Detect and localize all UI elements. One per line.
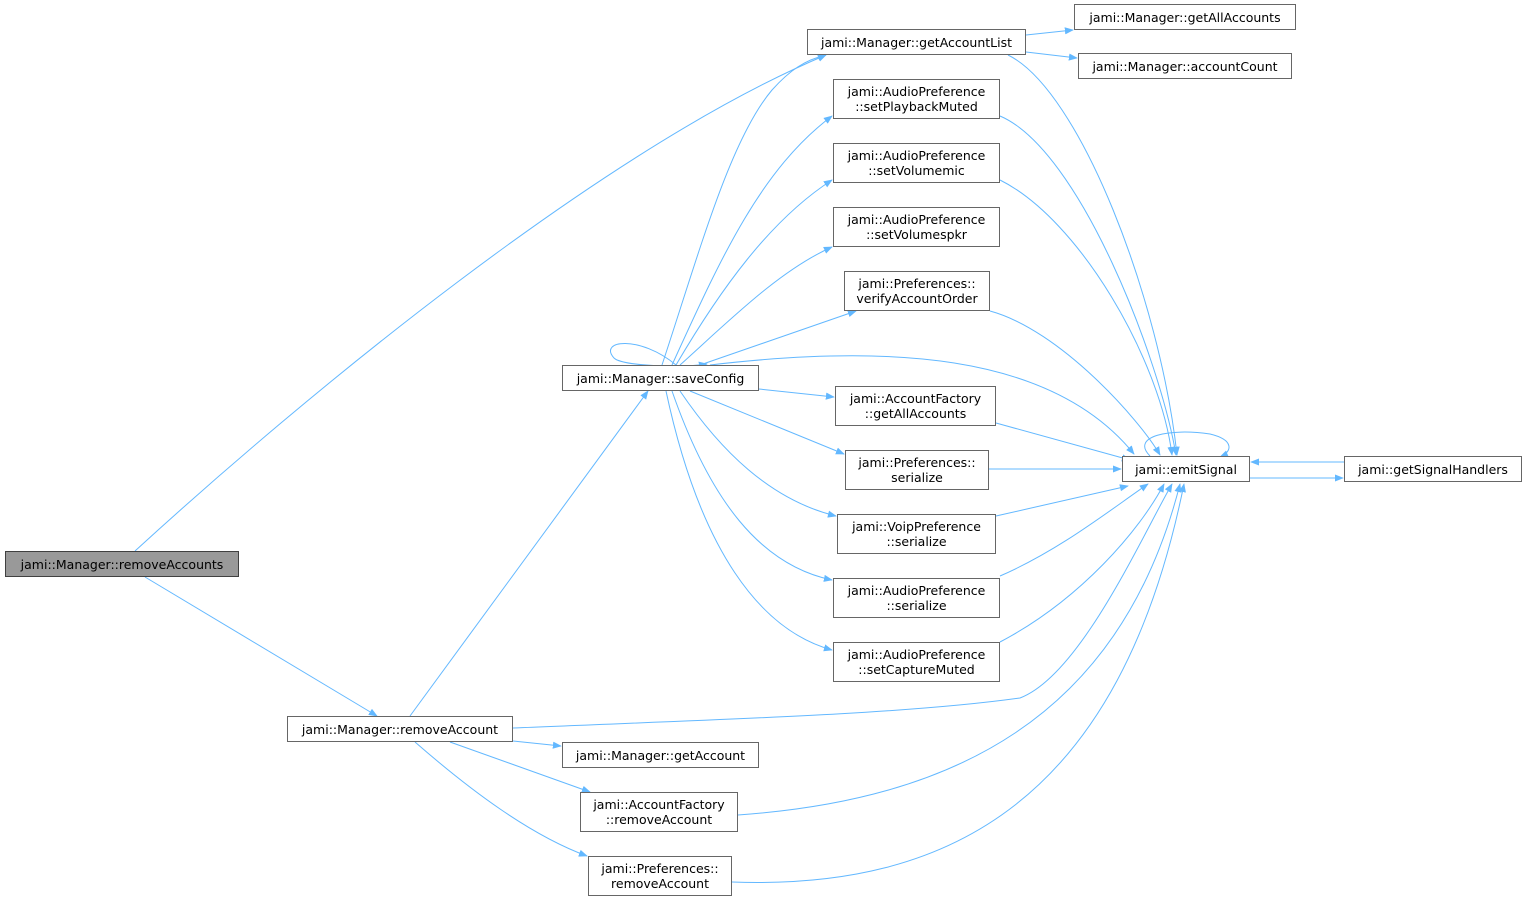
node-label: jami::AudioPreference — [847, 583, 986, 598]
node-label: jami::Manager::saveConfig — [576, 370, 745, 386]
node-label: verifyAccountOrder — [856, 291, 978, 306]
edge-audioSerialize-to-emitSignal — [999, 483, 1149, 577]
node-removeAccounts[interactable]: jami::Manager::removeAccounts — [5, 551, 239, 577]
edge-saveConfig-to-verifyAccountOrder — [699, 310, 857, 366]
node-label: jami::Manager::removeAccount — [301, 721, 499, 737]
edge-getAccountList-to-accountCount — [1025, 51, 1078, 61]
edge-voipSerialize-to-emitSignal — [995, 484, 1129, 517]
edge-removeAccount-to-emitSignal — [512, 483, 1173, 729]
node-factoryRemoveAccount[interactable]: jami::AccountFactory::removeAccount — [580, 792, 738, 832]
node-label: jami::Manager::getAccountList — [820, 34, 1013, 50]
edge-saveConfig-to-setCaptureMuted — [665, 390, 833, 652]
node-label: jami::AccountFactory — [849, 391, 982, 406]
node-label: jami::AudioPreference — [847, 212, 986, 227]
node-label: ::setPlaybackMuted — [855, 99, 978, 114]
node-saveConfig[interactable]: jami::Manager::saveConfig — [562, 365, 759, 391]
node-label: jami::Preferences:: — [858, 455, 976, 470]
node-label: jami::AudioPreference — [847, 148, 986, 163]
edge-removeAccount-to-getAccount — [512, 740, 562, 749]
node-setVolumespkr[interactable]: jami::AudioPreference::setVolumespkr — [833, 207, 1000, 247]
edge-factoryGetAllAccounts-to-emitSignal — [995, 422, 1131, 462]
edge-saveConfig-to-getAccountList — [661, 53, 827, 366]
node-getAccount[interactable]: jami::Manager::getAccount — [562, 742, 759, 768]
node-removeAccount[interactable]: jami::Manager::removeAccount — [287, 716, 513, 742]
node-setPlaybackMuted[interactable]: jami::AudioPreference::setPlaybackMuted — [833, 79, 1000, 119]
edge-saveConfig-to-emitSignal — [709, 355, 1135, 455]
node-label: jami::Preferences:: — [601, 861, 719, 876]
node-audioSerialize[interactable]: jami::AudioPreference::serialize — [833, 578, 1000, 618]
node-label: jami::emitSignal — [1135, 461, 1237, 477]
node-label: jami::Preferences:: — [858, 276, 976, 291]
edge-saveConfig-to-audioSerialize — [671, 390, 833, 582]
edge-removeAccount-to-saveConfig — [409, 390, 649, 717]
node-label: ::getAllAccounts — [864, 406, 967, 421]
node-voipSerialize[interactable]: jami::VoipPreference::serialize — [837, 514, 996, 554]
node-getSignalHandlers[interactable]: jami::getSignalHandlers — [1344, 456, 1522, 482]
node-label: ::serialize — [886, 598, 947, 613]
node-prefSerialize[interactable]: jami::Preferences::serialize — [845, 450, 989, 490]
edge-saveConfig-to-factoryGetAllAccounts — [758, 388, 835, 400]
node-prefRemoveAccount[interactable]: jami::Preferences::removeAccount — [588, 856, 732, 896]
node-label: ::removeAccount — [605, 812, 713, 827]
node-label: ::setVolumemic — [868, 163, 965, 178]
edge-getAccountList-to-getAllAccountsMgr — [1025, 27, 1074, 36]
node-label: serialize — [891, 470, 943, 485]
edge-saveConfig-to-prefSerialize — [689, 390, 845, 455]
node-label: jami::VoipPreference — [852, 519, 981, 534]
edge-saveConfig-to-voipSerialize — [679, 390, 837, 518]
node-getAccountList[interactable]: jami::Manager::getAccountList — [807, 29, 1026, 55]
node-setVolumemic[interactable]: jami::AudioPreference::setVolumemic — [833, 143, 1000, 183]
node-label: jami::AudioPreference — [847, 84, 986, 99]
node-label: ::serialize — [886, 534, 947, 549]
node-label: jami::getSignalHandlers — [1358, 461, 1508, 477]
node-label: jami::Manager::removeAccounts — [20, 556, 224, 572]
node-label: removeAccount — [611, 876, 709, 891]
edge-setVolumemic-to-emitSignal — [999, 179, 1175, 456]
node-label: jami::Manager::accountCount — [1092, 58, 1278, 74]
node-getAllAccountsMgr[interactable]: jami::Manager::getAllAccounts — [1074, 4, 1296, 30]
node-setCaptureMuted[interactable]: jami::AudioPreference::setCaptureMuted — [833, 642, 1000, 682]
node-factoryGetAllAccounts[interactable]: jami::AccountFactory::getAllAccounts — [835, 386, 996, 426]
edge-emitSignal-to-emitSignal — [1144, 431, 1230, 458]
edge-saveConfig-to-setVolumespkr — [679, 246, 833, 366]
node-label: jami::AccountFactory — [593, 797, 725, 812]
node-accountCount[interactable]: jami::Manager::accountCount — [1078, 53, 1292, 79]
edge-setPlaybackMuted-to-emitSignal — [999, 115, 1179, 456]
edge-verifyAccountOrder-to-emitSignal — [989, 310, 1161, 456]
node-label: jami::AudioPreference — [847, 647, 986, 662]
edge-getAccountList-to-emitSignal — [1007, 54, 1180, 456]
node-emitSignal[interactable]: jami::emitSignal — [1122, 456, 1250, 482]
edge-removeAccount-to-factoryRemoveAccount — [449, 741, 591, 793]
edge-removeAccount-to-prefRemoveAccount — [414, 741, 588, 857]
node-label: jami::Manager::getAllAccounts — [1089, 9, 1281, 25]
node-label: jami::Manager::getAccount — [575, 747, 746, 763]
edge-setCaptureMuted-to-emitSignal — [999, 483, 1165, 643]
edge-factoryRemoveAccount-to-emitSignal — [737, 483, 1182, 816]
edge-saveConfig-to-saveConfig — [610, 343, 708, 369]
edge-saveConfig-to-setVolumemic — [675, 179, 833, 366]
node-verifyAccountOrder[interactable]: jami::Preferences::verifyAccountOrder — [844, 271, 990, 311]
node-label: ::setVolumespkr — [866, 227, 967, 242]
edge-prefRemoveAccount-to-emitSignal — [731, 483, 1186, 883]
edge-saveConfig-to-setPlaybackMuted — [671, 115, 833, 366]
edge-removeAccounts-to-removeAccount — [144, 576, 378, 717]
edge-removeAccounts-to-getAccountList — [134, 54, 827, 552]
node-label: ::setCaptureMuted — [858, 662, 975, 677]
